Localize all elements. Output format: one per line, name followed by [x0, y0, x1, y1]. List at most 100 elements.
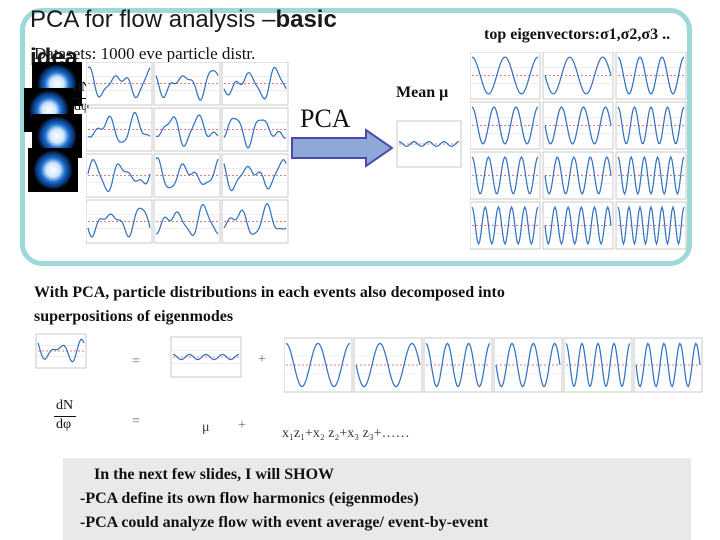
- event-cell: [153, 153, 221, 198]
- eigen-cell: [542, 101, 614, 150]
- event-cell: [221, 199, 289, 244]
- eq-plus-1: +: [258, 352, 266, 367]
- eq-mode-cell: [633, 337, 703, 393]
- eq-mu: μ: [202, 420, 210, 435]
- eq-sample-plot: [35, 333, 87, 369]
- eq-plus-2: +: [238, 418, 246, 433]
- event-images: [24, 62, 82, 192]
- eigen-cell: [615, 151, 687, 200]
- title-bold: basic: [275, 6, 337, 33]
- pca-arrow: [291, 128, 394, 168]
- eq-mode-cell-curve: [425, 342, 491, 388]
- eigen-cell-curve: [471, 106, 539, 145]
- event-cell-frame: [86, 62, 153, 106]
- top-panel-frame: [20, 8, 692, 266]
- eq-equals-1: =: [132, 354, 140, 369]
- event-cell-curve: [87, 158, 151, 193]
- event-cell-frame: [153, 153, 221, 198]
- eq-mode-cell-curve: [355, 342, 421, 388]
- eq-mean-cell: [170, 336, 242, 378]
- mean-cell-curve: [398, 140, 460, 147]
- eq-mode-cell-curve: [635, 342, 701, 388]
- event-cell-curve: [223, 66, 287, 100]
- eq-sample-cell: [35, 333, 87, 369]
- note-line1: In the next few slides, I will SHOW: [94, 466, 335, 483]
- event-cell-curve: [87, 66, 151, 99]
- eigen-cell: [615, 52, 687, 100]
- event-cell: [86, 199, 153, 244]
- event-cell-curve: [223, 159, 287, 192]
- event-cell: [221, 62, 289, 106]
- eigen-cell-curve: [471, 56, 539, 95]
- eigen-cell: [542, 151, 614, 200]
- eigen-cell-curve: [544, 106, 612, 145]
- event-cell: [86, 153, 153, 198]
- event-cell: [153, 62, 221, 106]
- eq-eigenmode-plots: [284, 337, 703, 393]
- mean-cell: [396, 120, 462, 168]
- eq-sample-cell-curve: [37, 338, 85, 363]
- eigen-cell-curve: [544, 205, 612, 246]
- eigen-cell-curve: [617, 56, 685, 95]
- eigen-cell-curve: [617, 105, 685, 145]
- eigen-cell: [470, 52, 541, 100]
- event-cell-curve: [155, 203, 219, 237]
- event-cell-curve: [155, 157, 219, 189]
- note-box: [63, 458, 691, 540]
- eq-mean-plot: [170, 336, 242, 378]
- eigen-cell-curve: [471, 205, 539, 246]
- eq-mode-cell: [284, 337, 353, 393]
- eigen-cell-curve: [617, 155, 685, 196]
- event-cell: [153, 107, 221, 152]
- axis-dn-bottom: dN: [56, 398, 74, 413]
- eq-mode-cell: [353, 337, 423, 393]
- event-cell: [221, 107, 289, 152]
- paragraph-line2: superpositions of eigenmodes: [34, 308, 234, 325]
- eigen-label: top eigenvectors:σ1,σ2,σ3 ..: [484, 26, 671, 43]
- eigen-cell-curve: [544, 56, 612, 95]
- eigenvector-grid: [470, 52, 687, 250]
- eigen-cell: [470, 201, 541, 250]
- event-distribution-grid: [86, 62, 289, 244]
- slide-title: PCA for flow analysis –basic: [30, 6, 337, 34]
- event-cell-frame: [86, 199, 153, 244]
- eq-sample-cell-frame: [35, 333, 87, 369]
- axis-fraction-line-bottom: [54, 416, 76, 417]
- axis-fraction-line-top: [72, 98, 94, 99]
- mean-label: Mean μ: [396, 84, 449, 101]
- event-cell: [153, 199, 221, 244]
- eigen-cell-curve: [617, 205, 685, 246]
- eq-mode-cell-curve: [285, 342, 351, 388]
- event-cell: [86, 62, 153, 106]
- eigen-cell: [542, 201, 614, 250]
- mean-plot: [396, 120, 462, 168]
- eq-sum: x₁z₁+x₂ z₂+x₃ z₃+……: [282, 426, 410, 441]
- eigen-cell-curve: [544, 156, 612, 195]
- eigen-cell: [470, 101, 541, 150]
- eq-mode-cell-curve: [495, 342, 561, 388]
- note-line3: -PCA could analyze flow with event avera…: [80, 514, 489, 531]
- note-line2: -PCA define its own flow harmonics (eige…: [80, 490, 419, 507]
- event-cell: [86, 107, 153, 152]
- event-cell-frame: [221, 199, 289, 244]
- event-cell-curve: [223, 202, 287, 235]
- eq-mode-cell-curve: [565, 342, 631, 387]
- axis-dphi-top: dφ: [74, 99, 90, 114]
- eigen-cell-curve: [471, 155, 539, 195]
- event-cell-curve: [87, 111, 151, 143]
- eigen-cell: [615, 101, 687, 150]
- eq-mean-cell-curve: [172, 353, 240, 361]
- eq-equals-2: =: [132, 414, 140, 429]
- eq-mode-cell: [563, 337, 633, 393]
- event-cell-frame: [86, 153, 153, 198]
- event-cell: [221, 153, 289, 198]
- eigen-cell: [615, 201, 687, 250]
- event-cell-curve: [223, 117, 287, 149]
- event-cell-frame: [153, 107, 221, 152]
- eq-mode-cell: [493, 337, 563, 393]
- eigen-cell: [542, 52, 614, 100]
- paragraph-line1: With PCA, particle distributions in each…: [34, 284, 505, 301]
- event-cell-curve: [155, 114, 219, 148]
- event-cell-frame: [153, 62, 221, 106]
- event-cell-frame: [221, 107, 289, 152]
